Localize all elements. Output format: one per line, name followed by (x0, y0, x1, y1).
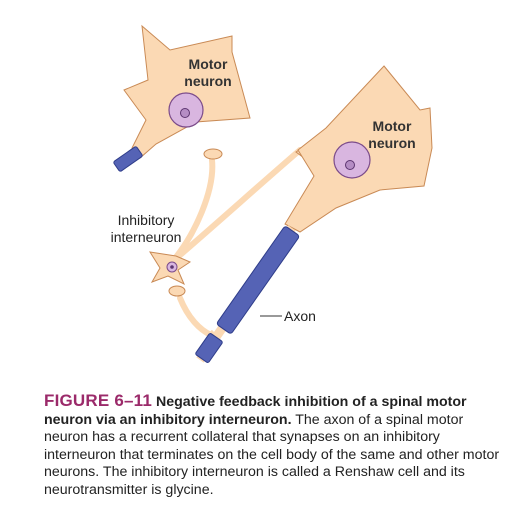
motor-neuron-2-label: Motor neuron (360, 118, 424, 152)
axon-myelin-sheath-lower (195, 333, 223, 363)
axon-label: Axon (284, 308, 316, 324)
motor-neuron-2-nucleolus (345, 160, 355, 170)
synaptic-bouton-upper (203, 148, 223, 160)
interneuron-label: Inhibitory interneuron (104, 212, 188, 246)
motor-neuron-1-nucleolus (180, 108, 190, 118)
collateral-terminal (168, 285, 186, 297)
figure-number: FIGURE 6–11 (44, 391, 153, 410)
axon-myelin-sheath (216, 226, 300, 334)
interneuron-nucleolus (170, 265, 174, 269)
interneuron-label-line2: interneuron (110, 229, 182, 245)
motor-neuron-2-label-line1: Motor (372, 118, 412, 134)
motor-neuron-2-nucleus (333, 141, 371, 179)
motor-neuron-1-myelin (113, 146, 143, 172)
figure-title: Negative feedback inhibition of a spinal… (44, 394, 467, 428)
recurrent-collateral (177, 295, 214, 338)
motor-neuron-1-label-line1: Motor (188, 56, 228, 72)
motor-neuron-1-label: Motor neuron (176, 56, 240, 90)
interneuron-branch-to-lower-neuron (169, 147, 303, 265)
motor-neuron-1-label-line2: neuron (184, 73, 232, 89)
figure-caption: FIGURE 6–11 Negative feedback inhibition… (44, 392, 504, 500)
interneuron-processes (169, 147, 303, 338)
figure-body: The axon of a spinal motor neuron has a … (44, 411, 500, 498)
motor-neuron-1-body (123, 24, 251, 159)
motor-neuron-2-label-line2: neuron (368, 135, 416, 151)
interneuron-label-line1: Inhibitory (117, 212, 175, 228)
neuron-diagram (113, 24, 433, 363)
